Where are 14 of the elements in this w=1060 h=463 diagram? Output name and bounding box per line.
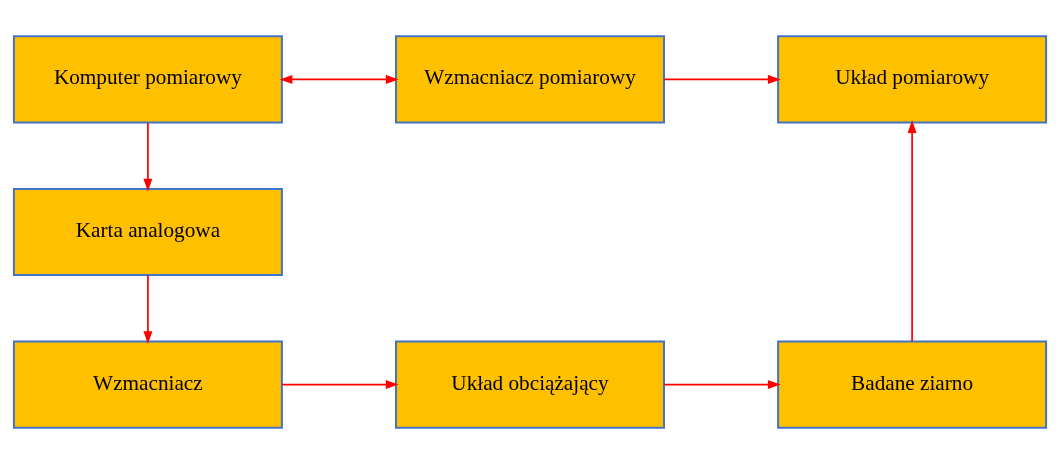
node-box: Komputer pomiarowy [12, 34, 283, 124]
arrow [663, 74, 781, 84]
node-box: Wzmacniacz [12, 339, 283, 429]
arrow [663, 379, 781, 389]
node-box: Badane ziarno [777, 339, 1048, 429]
node-box: Układ obciążający [395, 339, 665, 429]
arrow [143, 274, 153, 344]
node-box: Karta analogowa [12, 187, 283, 276]
arrow [907, 119, 917, 342]
arrow [281, 379, 399, 389]
node-box: Wzmacniacz pomiarowy [395, 34, 665, 124]
arrow [279, 74, 399, 84]
node-box: Układ pomiarowy [777, 34, 1048, 124]
arrow [143, 121, 153, 191]
